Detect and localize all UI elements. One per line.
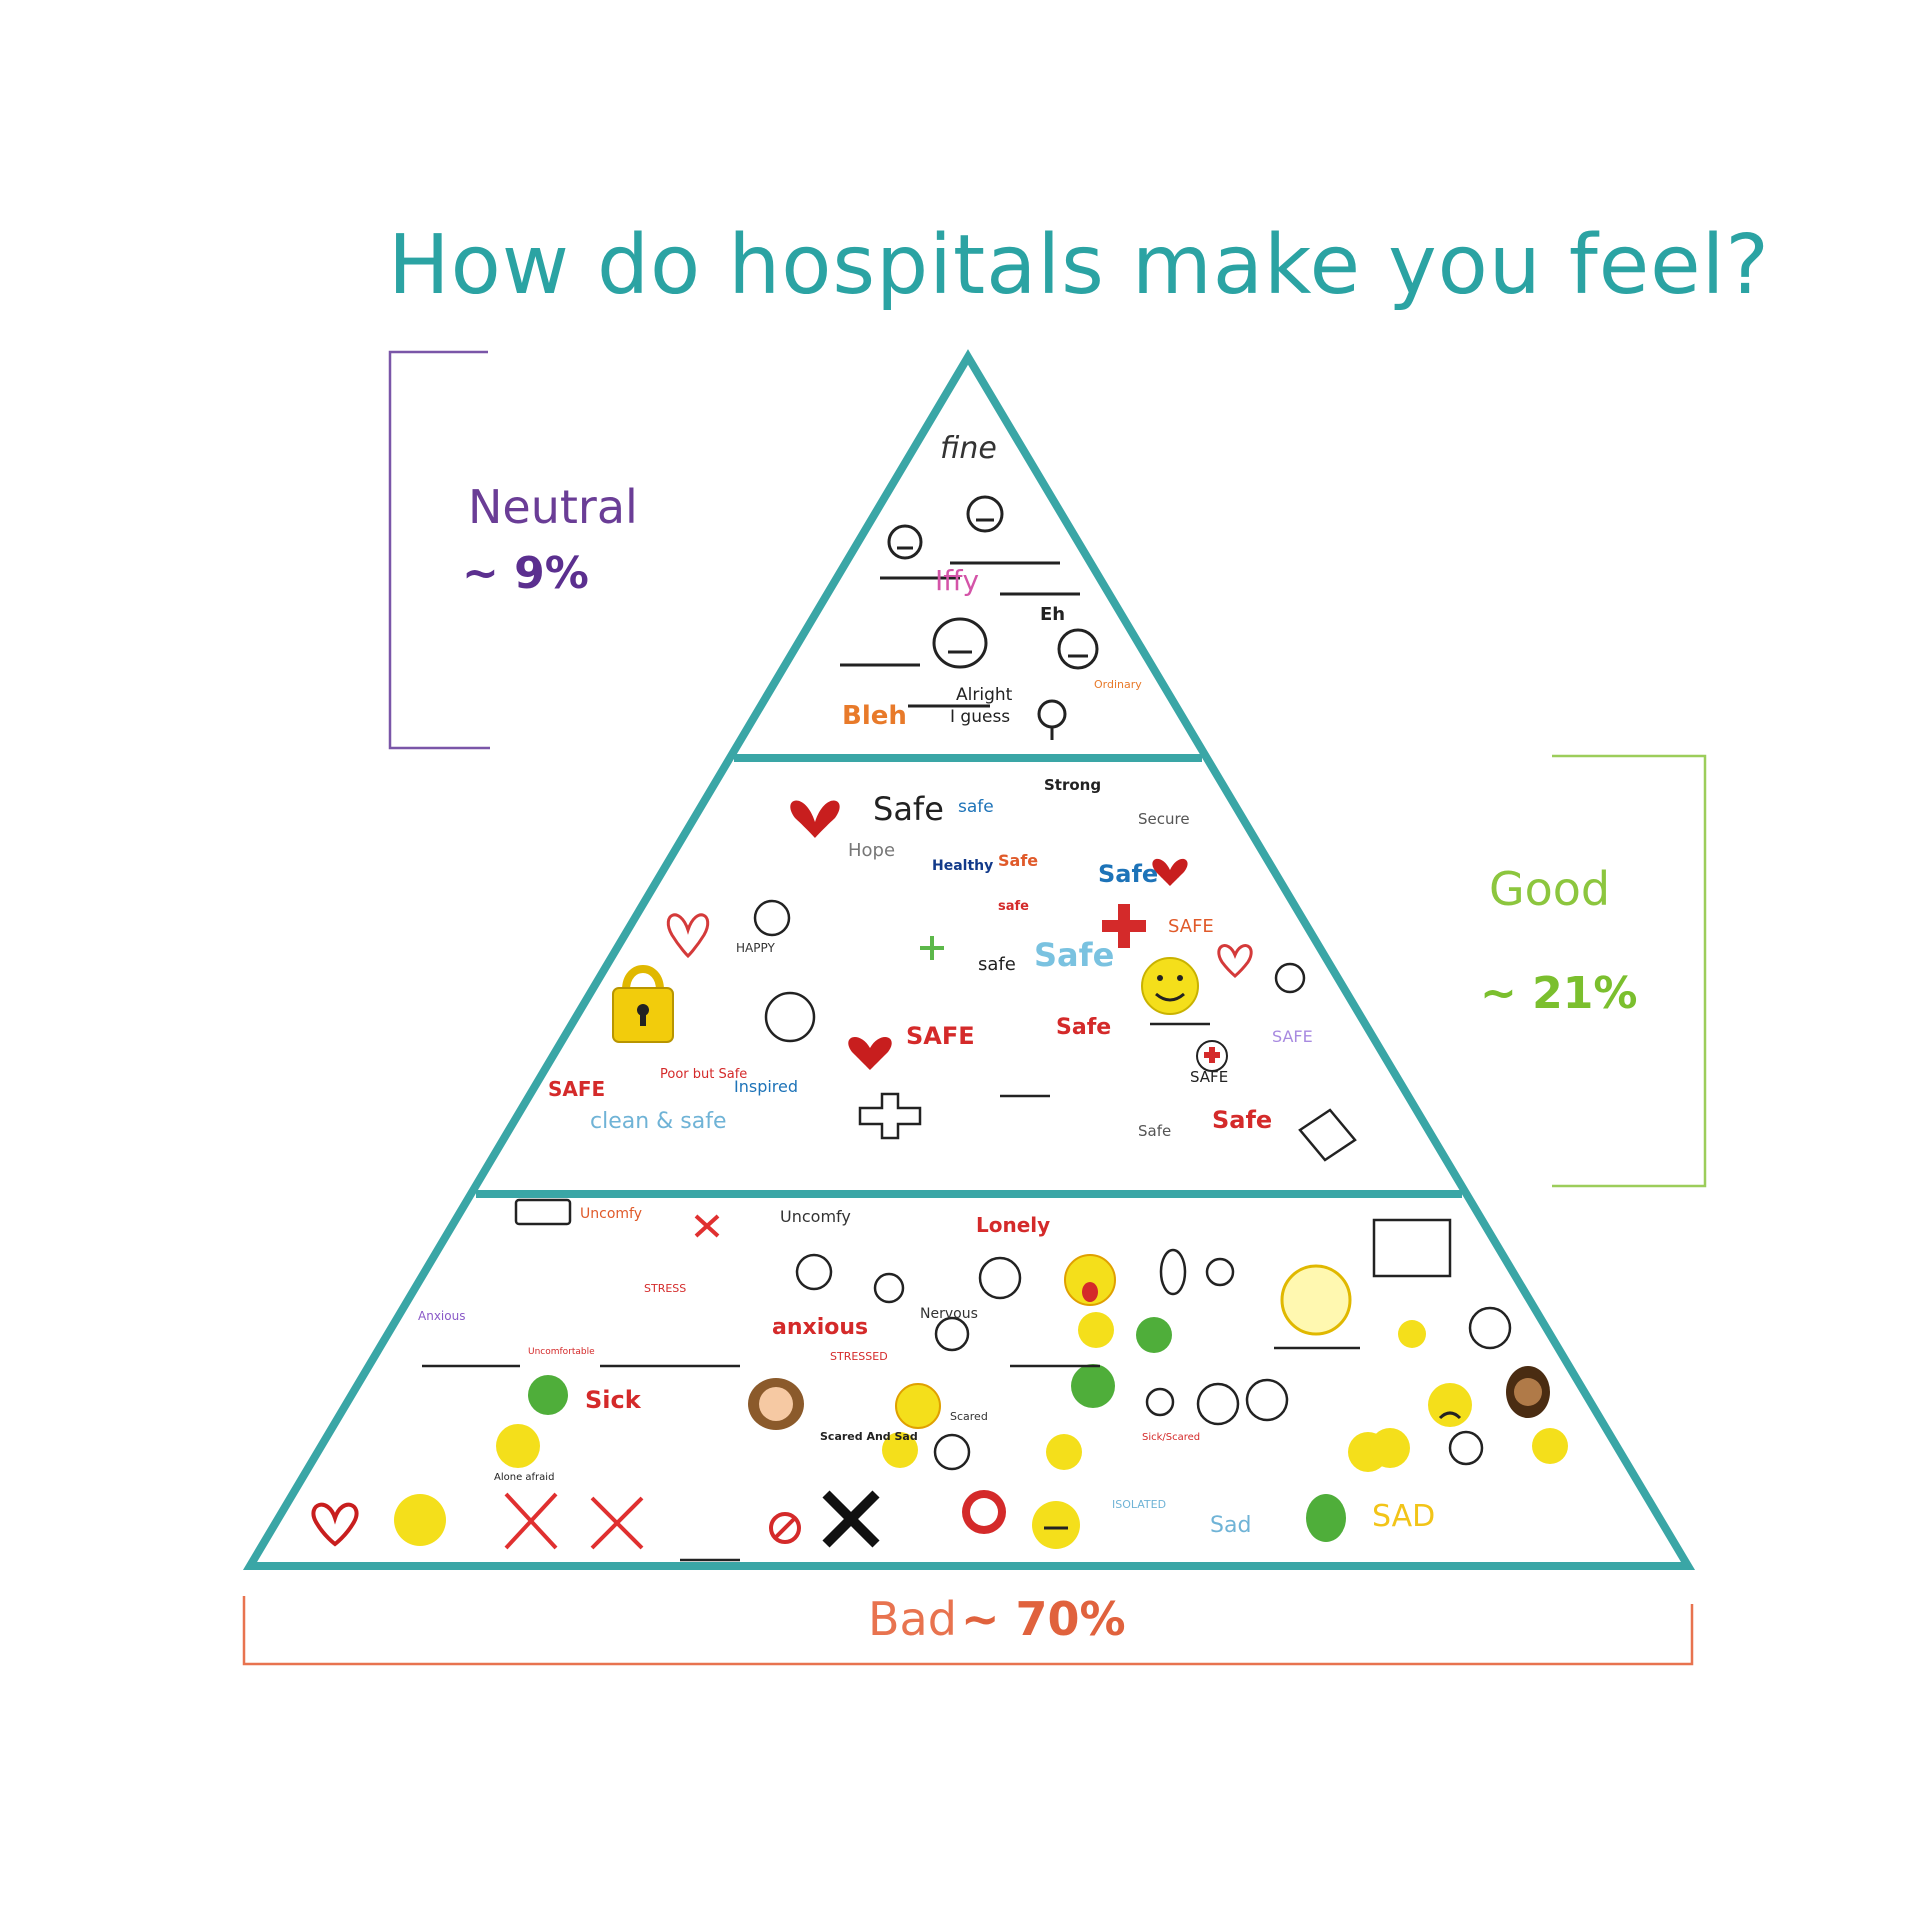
neutral-word: Bleh [842, 701, 907, 731]
bad-word: ISOLATED [1112, 1498, 1166, 1511]
smiley-icon [1141, 957, 1199, 1015]
pyramid-outline [242, 349, 1696, 1570]
good-doodle-icon [753, 899, 1357, 1162]
broken-heart-icon [311, 1502, 359, 1547]
neutral-word-labels: fine Iffy Eh Bleh Alright I guess Ordina… [842, 431, 1142, 731]
good-word: Safe [1212, 1106, 1272, 1134]
bad-tier-label: Bad [868, 1592, 957, 1646]
neutral-word: Iffy [935, 564, 979, 597]
padlock-icon [612, 965, 674, 1043]
good-word: SAFE [548, 1077, 605, 1101]
heart-icon [790, 800, 840, 838]
good-word: Safe [1056, 1015, 1111, 1040]
good-tier-percent: ~ 21% [1480, 968, 1638, 1019]
good-tier-label: Good [1489, 862, 1611, 916]
good-word: Safe [998, 851, 1038, 870]
green-plus-icon [920, 936, 944, 960]
good-word: Healthy [932, 858, 993, 874]
crying-face-icon [748, 1366, 1550, 1430]
neutral-bracket [388, 350, 490, 750]
good-word: SAFE [1168, 916, 1214, 937]
good-word: safe [998, 899, 1029, 914]
bad-word: STRESS [644, 1282, 686, 1295]
heart-outline-icon [1217, 944, 1253, 978]
bad-tier-percent: ~ 70% [960, 1592, 1126, 1646]
bad-word: Lonely [976, 1213, 1050, 1237]
good-word-labels: Safe safe Strong Secure Hope Healthy Saf… [548, 776, 1313, 1140]
neutral-face-icon [840, 495, 1099, 740]
neutral-word: Ordinary [1094, 678, 1142, 691]
bad-bracket [242, 1596, 1694, 1666]
good-word: HAPPY [736, 941, 775, 955]
good-word: SAFE [1190, 1068, 1228, 1086]
heart-icon [848, 1036, 892, 1070]
page-title: How do hospitals make you feel? [388, 218, 1770, 313]
red-x-icon [504, 1214, 720, 1550]
good-word: Inspired [734, 1077, 798, 1096]
good-bracket [1552, 754, 1707, 1188]
bad-word: Uncomfortable [528, 1347, 595, 1357]
bad-word: Alone afraid [494, 1472, 554, 1483]
good-word: Safe [1034, 936, 1114, 974]
heart-icon [1152, 858, 1188, 886]
good-word: Hope [848, 840, 895, 861]
heart-outline-icon [666, 913, 710, 959]
good-word: safe [978, 954, 1016, 975]
neutral-word: I guess [950, 707, 1010, 727]
good-word: Safe [873, 790, 944, 828]
neutral-tier-percent: ~ 9% [462, 548, 589, 599]
good-word: Secure [1138, 810, 1190, 828]
bad-word: STRESSED [830, 1350, 888, 1363]
doodle-icons [311, 495, 1568, 1562]
green-sick-face-icon [528, 1317, 1346, 1542]
neutral-tier-label: Neutral [468, 480, 638, 534]
bad-word: Uncomfy [780, 1207, 851, 1226]
good-word: Safe [1138, 1122, 1171, 1140]
sad-face-icon [394, 1254, 1568, 1549]
good-word: Safe [1098, 860, 1158, 888]
cross-outline-icon [858, 1092, 922, 1140]
good-word: Poor but Safe [660, 1067, 747, 1082]
bad-word-labels: Uncomfy Uncomfy Lonely Nervous Anxious a… [418, 1206, 1435, 1538]
black-x-icon [822, 1490, 880, 1548]
neutral-word: fine [940, 431, 997, 466]
good-word: clean & safe [590, 1109, 727, 1134]
neutral-word: Eh [1040, 604, 1065, 625]
good-word: safe [958, 797, 994, 817]
red-cross-icon [1102, 904, 1146, 948]
bad-tier-caption: Bad~ 70% [868, 1592, 1126, 1646]
bad-doodle-icon [422, 1198, 1512, 1562]
good-word: Strong [1044, 776, 1101, 794]
bad-word: anxious [772, 1315, 868, 1340]
neutral-word: Alright [956, 685, 1013, 705]
bad-word: SAD [1372, 1499, 1435, 1534]
good-word: SAFE [906, 1022, 975, 1050]
bad-word: Scared [950, 1410, 988, 1423]
bad-word: Sick [585, 1386, 642, 1414]
bad-word: Anxious [418, 1309, 465, 1323]
red-heart-face-icon [962, 1490, 1006, 1534]
bad-word: Sick/Scared [1142, 1432, 1200, 1443]
no-sign-icon [769, 1512, 801, 1544]
bad-word: Sad [1210, 1513, 1251, 1538]
bad-word: Nervous [920, 1306, 978, 1322]
bad-word: Scared And Sad [820, 1430, 918, 1443]
first-aid-icon [1196, 1040, 1228, 1072]
good-word: SAFE [1272, 1027, 1313, 1046]
bad-word: Uncomfy [580, 1206, 642, 1222]
